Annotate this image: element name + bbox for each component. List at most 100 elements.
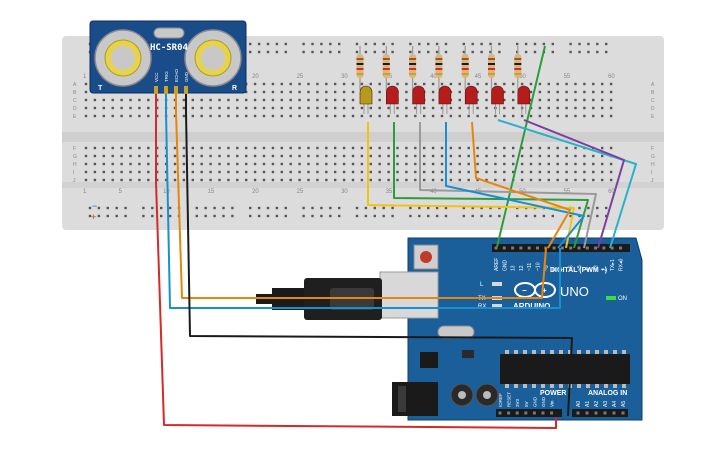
breadboard-hole (218, 98, 221, 102)
reset-button-cap (420, 251, 432, 263)
row-letter: A (651, 82, 655, 88)
breadboard-hole (378, 82, 381, 86)
breadboard-hole (449, 178, 453, 182)
breadboard-hole (529, 98, 533, 102)
rail-hole (266, 50, 270, 54)
breadboard-hole (316, 114, 319, 118)
chip-leg (577, 384, 581, 388)
breadboard-hole (609, 106, 613, 110)
breadboard-hole (307, 154, 310, 158)
breadboard-center-channel (62, 132, 664, 142)
breadboard-hole (271, 98, 275, 102)
chip-leg (514, 350, 518, 354)
breadboard-hole (334, 82, 337, 86)
breadboard-hole (138, 114, 141, 118)
breadboard-hole (129, 154, 132, 158)
breadboard-hole (351, 154, 355, 158)
breadboard-hole (253, 162, 257, 166)
breadboard-hole (334, 162, 337, 166)
breadboard-hole (93, 106, 97, 110)
rail-hole (249, 42, 252, 46)
breadboard-hole (387, 162, 390, 166)
power-pin-hole (507, 411, 511, 415)
rail-hole (391, 214, 394, 218)
breadboard-hole (431, 114, 435, 118)
breadboard-hole (476, 82, 479, 86)
breadboard-hole (574, 178, 577, 182)
rail-hole (275, 214, 279, 218)
receiver-center (201, 46, 225, 70)
breadboard-hole (289, 82, 292, 86)
rail-hole (382, 214, 385, 218)
rail-hole (409, 206, 412, 210)
rail-hole (480, 42, 483, 46)
rail-hole (578, 50, 581, 54)
logo-plus: + (542, 286, 547, 295)
breadboard-hole (271, 106, 275, 110)
breadboard-hole (529, 162, 533, 166)
analog-pin-hole (621, 411, 625, 415)
breadboard-hole (494, 146, 497, 150)
digital-pin-hole (552, 246, 556, 250)
analog-pin-label: A2 (594, 401, 600, 407)
rail-hole (338, 42, 341, 46)
resistor-band (409, 73, 417, 75)
row-letter: A (73, 82, 77, 88)
breadboard-hole (574, 162, 577, 166)
rail-hole (88, 206, 92, 210)
rail-hole (444, 214, 448, 218)
rail-hole (311, 214, 314, 218)
breadboard-hole (111, 106, 114, 110)
breadboard-hole (262, 162, 266, 166)
breadboard-hole (351, 90, 355, 94)
breadboard-hole (227, 146, 230, 150)
breadboard-hole (102, 106, 105, 110)
resistor-band (409, 68, 417, 70)
breadboard-hole (538, 146, 542, 150)
breadboard-hole (227, 98, 230, 102)
breadboard-hole (512, 98, 515, 102)
breadboard-hole (147, 146, 150, 150)
rail-hole (462, 214, 465, 218)
digital-pin-label: 2 (602, 268, 608, 271)
breadboard-hole (147, 106, 150, 110)
breadboard-hole (378, 178, 381, 182)
power-pin-hole (550, 411, 554, 415)
rail-hole (364, 206, 368, 210)
breadboard-hole (547, 154, 550, 158)
breadboard-hole (351, 114, 355, 118)
breadboard-hole (476, 98, 479, 102)
capacitor-2-top (483, 391, 491, 399)
breadboard-hole (574, 146, 577, 150)
breadboard-hole (227, 178, 230, 182)
breadboard-hole (138, 178, 141, 182)
breadboard-hole (458, 154, 461, 158)
rail-hole (596, 206, 599, 210)
resistor-band (461, 63, 469, 65)
breadboard-hole (405, 170, 408, 174)
breadboard-hole (191, 146, 194, 150)
rail-hole (418, 42, 421, 46)
breadboard-hole (485, 90, 488, 94)
breadboard-hole (218, 114, 221, 118)
breadboard-hole (200, 114, 203, 118)
rail-hole (115, 206, 118, 210)
resistor-band (461, 68, 469, 70)
breadboard-hole (414, 82, 417, 86)
breadboard-hole (289, 106, 292, 110)
power-pin-hole (532, 411, 536, 415)
rail-hole (88, 214, 92, 218)
resistor-band (461, 73, 469, 75)
power-pin-hole (524, 411, 528, 415)
power-pin-label: GND (541, 396, 546, 407)
rail-hole (338, 206, 341, 210)
rail-hole (124, 206, 127, 210)
breadboard-hole (191, 170, 194, 174)
breadboard-hole (485, 162, 488, 166)
logo-right-loop (534, 282, 556, 298)
breadboard-hole (271, 162, 275, 166)
breadboard-hole (494, 162, 497, 166)
breadboard-hole (93, 162, 97, 166)
rail-hole (320, 214, 323, 218)
led (359, 85, 373, 105)
